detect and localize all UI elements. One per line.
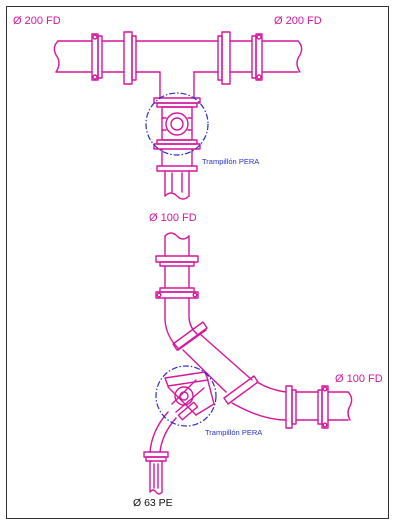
valve-bottom-label: Trampillón PERA: [205, 428, 263, 437]
valve-bottom: [164, 371, 215, 421]
branch-top-label: Ø 100 FD: [149, 212, 197, 224]
valve-bottom-callout-circle: [155, 365, 217, 427]
branch-pipe-100: [155, 232, 199, 349]
main-right-label: Ø 200 FD: [274, 15, 322, 27]
branch-right-label: Ø 100 FD: [335, 373, 383, 385]
outlet-label: Ø 63 PE: [133, 497, 173, 509]
valve-top-label: Trampillón PERA: [202, 157, 260, 166]
diagonal-pipe: [172, 321, 353, 429]
outlet-pipe-63: [143, 411, 177, 495]
valve-top-callout-circle: [145, 92, 209, 156]
valve-top: [153, 97, 201, 200]
main-pipe-200: [53, 31, 303, 99]
drawing-frame: [6, 6, 389, 519]
main-left-label: Ø 200 FD: [13, 15, 61, 27]
